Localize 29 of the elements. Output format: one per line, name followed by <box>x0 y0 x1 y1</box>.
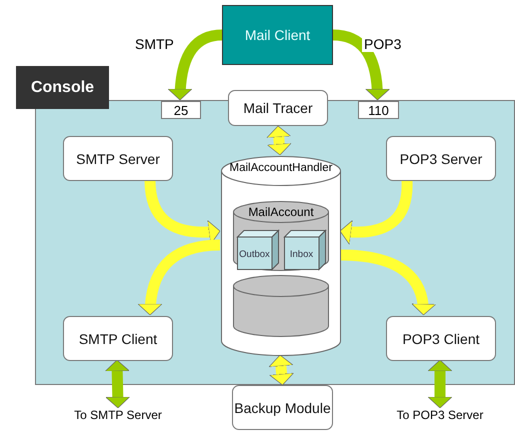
process-box: POP3 Client <box>386 316 496 361</box>
block-arrow <box>138 240 220 316</box>
block-arrow <box>340 250 436 316</box>
port-number-box: 25 <box>161 101 201 119</box>
cylinder <box>221 156 341 356</box>
cylinder <box>233 275 329 337</box>
process-box: Backup Module <box>232 385 333 430</box>
cube-label: Inbox <box>288 249 314 260</box>
cylinder-label: MailAccount <box>247 205 315 219</box>
process-box: Mail Tracer <box>228 90 328 126</box>
block-arrow <box>268 354 294 386</box>
process-box: POP3 Server <box>386 136 496 181</box>
block-arrow <box>332 30 390 100</box>
block-arrow <box>266 126 292 156</box>
cylinder-label: MailAccountHandler <box>228 162 334 174</box>
destination-label: To POP3 Server <box>380 408 500 426</box>
process-box: SMTP Client <box>63 316 173 361</box>
process-box: SMTP Server <box>63 136 173 181</box>
destination-label: To SMTP Server <box>58 408 178 426</box>
block-arrow <box>428 360 452 408</box>
panel-title-tab: Console <box>16 66 109 109</box>
cylinder <box>233 201 329 271</box>
edge-label: SMTP <box>133 36 176 52</box>
port-number-box: 110 <box>358 101 399 119</box>
edge-label: POP3 <box>362 36 404 52</box>
block-arrow <box>340 180 412 244</box>
block-arrow <box>104 360 130 408</box>
client-box: Mail Client <box>222 5 333 65</box>
cube-label: Outbox <box>238 249 271 260</box>
